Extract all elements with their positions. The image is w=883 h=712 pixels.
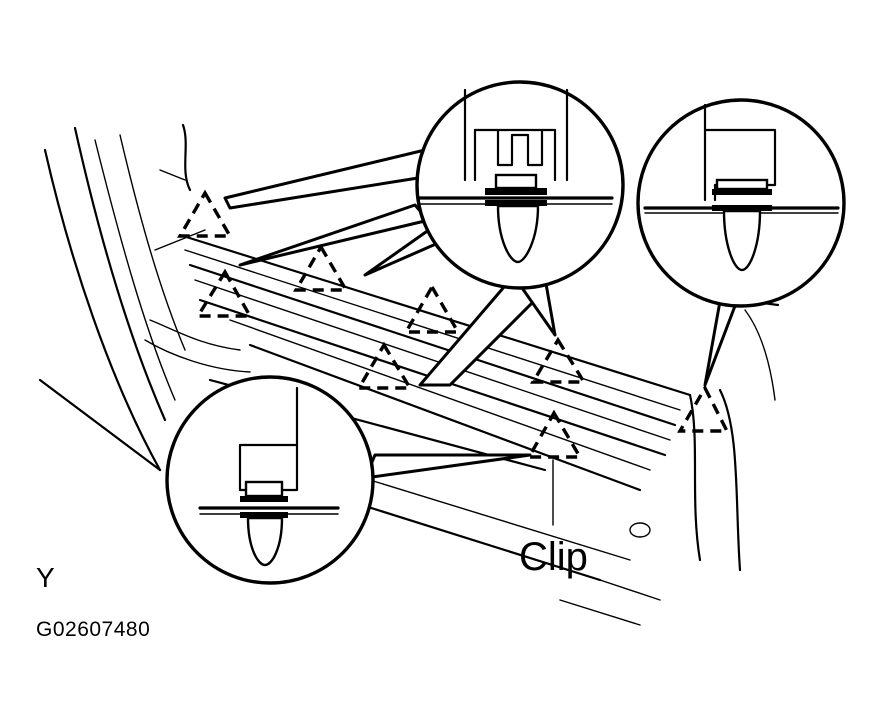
callout-detail-right bbox=[636, 98, 846, 308]
clip-marker-1 bbox=[177, 189, 233, 238]
scuff-plate bbox=[178, 233, 780, 626]
clip-marker-3 bbox=[293, 243, 349, 292]
clip-markers bbox=[177, 189, 730, 526]
callout-detail-bottom bbox=[165, 375, 375, 585]
figure-code: G02607480 bbox=[36, 618, 151, 641]
clip-marker-4 bbox=[403, 283, 461, 334]
callout-detail-top bbox=[415, 80, 625, 290]
clip-marker-6 bbox=[530, 336, 588, 384]
body-panel-lines bbox=[38, 123, 251, 472]
view-letter: Y bbox=[36, 562, 55, 593]
clip-marker-2 bbox=[194, 268, 253, 318]
clip-label: Clip bbox=[519, 535, 588, 579]
clip-marker-8 bbox=[677, 384, 730, 433]
clip-marker-5 bbox=[356, 341, 414, 390]
clip-marker-7 bbox=[526, 409, 583, 459]
